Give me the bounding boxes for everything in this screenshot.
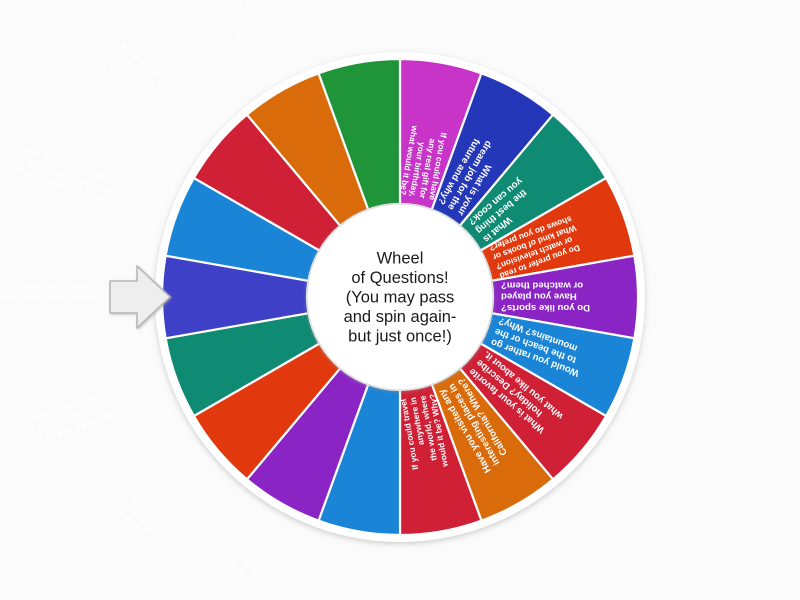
spin-pointer-arrow [109, 265, 171, 329]
wheel-center-label-line: (You may pass [346, 289, 455, 307]
wheel-segment-label: What is a goalthat you have? [198, 0, 258, 41]
wheel-segment-label-line: what new place would [0, 292, 97, 303]
wheel-center-label-line: but just once!) [348, 328, 452, 346]
wheel-segment-label: What talent or skilldo you have or whatt… [315, 0, 348, 2]
wheel-segment-label-line: or watched them? [501, 279, 583, 290]
wheel-segment-label-line: Do you like sports? [501, 302, 590, 313]
wheel-segment-label: Have you ever had achore you got paidfor… [319, 593, 365, 600]
wheel-segment-label-line: In the whole world, [11, 304, 98, 315]
wheel-segment-label-line: What talent or skill [315, 0, 338, 2]
wheel-center-label-line: and spin again- [344, 308, 457, 326]
wheel-center-label-line: Wheel [377, 250, 424, 268]
wheel-segment-label-line: Have you played [501, 291, 577, 302]
wheel-hub [306, 203, 494, 391]
wheel-segment-label-line: for? Describe it. [319, 593, 343, 600]
wheel-segment-label: In the whole world,what new place wouldy… [0, 281, 97, 315]
wheel-segment-label-line: you like to visit? [22, 281, 97, 292]
wheel-center-label-line: of Questions! [351, 269, 448, 287]
